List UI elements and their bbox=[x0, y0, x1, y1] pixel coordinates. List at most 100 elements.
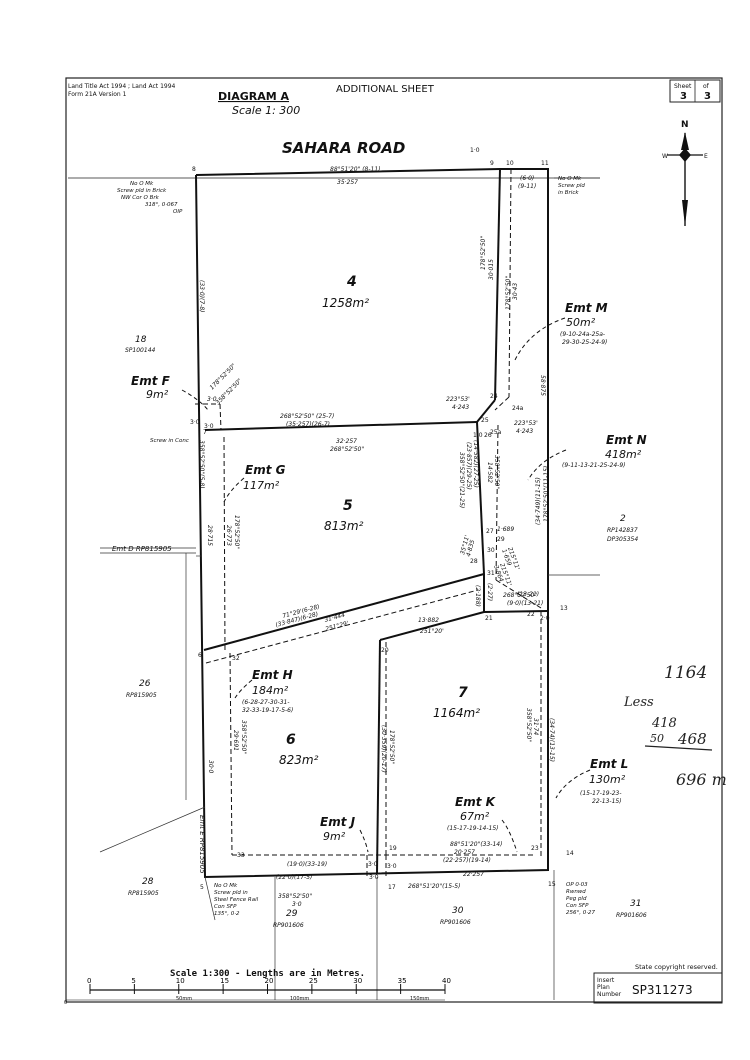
distance-bottom-3: (22·257)(19-14) bbox=[443, 857, 491, 864]
scale-tick-label: 25 bbox=[309, 977, 318, 985]
emt-g-name: Emt G bbox=[245, 463, 286, 477]
handwritten-rule bbox=[644, 745, 713, 751]
station-32: 32 bbox=[232, 655, 240, 662]
dim-emt-f: 3·0 bbox=[207, 396, 217, 403]
bearing-emt-m-1: 178°52'50" bbox=[480, 236, 487, 270]
scale-tick-label: 20 bbox=[265, 977, 274, 985]
station-28: 28 bbox=[470, 558, 478, 565]
bearing-bottom-8: 358°52'50" bbox=[278, 893, 312, 900]
distance-bottom-7: 22·257 bbox=[463, 871, 484, 878]
station-10: 10 bbox=[506, 160, 514, 167]
bearing-top-right: (6·0) bbox=[520, 175, 534, 182]
bearing-20-21: 251°20' bbox=[420, 628, 444, 635]
neighbour-30-plan: RP901606 bbox=[440, 919, 471, 926]
neighbour-28-plan: RP815905 bbox=[128, 890, 159, 897]
scale-tick-label: 0 bbox=[87, 977, 91, 985]
scale-tick-label: 35 bbox=[398, 977, 407, 985]
legislation-line-1: Land Title Act 1994 ; Land Act 1994 bbox=[68, 83, 176, 90]
bearing-left-1: (33·0)(7-8) bbox=[198, 280, 205, 313]
mark-sw-5: 135°, 0·2 bbox=[214, 911, 240, 917]
neighbour-18-plan: SP100144 bbox=[125, 347, 156, 354]
handwritten-1164: 1164 bbox=[664, 663, 707, 683]
distance-emt-m-4: 30·43 bbox=[512, 283, 519, 300]
mark-ne-3: in Brick bbox=[558, 190, 579, 196]
lot-7-area: 1164m² bbox=[433, 706, 480, 720]
emt-k-name: Emt K bbox=[455, 795, 497, 809]
mm-tick-50: 50mm bbox=[176, 996, 192, 1002]
mark-se-2: Rwnwd bbox=[566, 889, 586, 895]
bearing-top-right-2: (9-11) bbox=[518, 183, 536, 190]
emt-k-area: 67m² bbox=[460, 810, 490, 823]
legislation-line-2: Form 21A Version 1 bbox=[68, 91, 127, 98]
copyright: State copyright reserved. bbox=[635, 963, 718, 971]
station-27: 27 bbox=[486, 528, 494, 535]
plan-number: SP311273 bbox=[632, 983, 693, 997]
station-8: 8 bbox=[192, 166, 196, 173]
station-7: 7 bbox=[203, 429, 207, 436]
neighbour-2-plan: RP142837 bbox=[607, 527, 638, 534]
station-29: 29 bbox=[497, 536, 505, 543]
bearing-25-7b: (35·257)(26-7) bbox=[286, 421, 330, 428]
distance-26: 32·257 bbox=[336, 438, 357, 445]
mark-se-3: Peg pld bbox=[566, 896, 587, 902]
station-26: 26 bbox=[484, 432, 492, 439]
dim-3-0-c: 3·0 bbox=[368, 861, 378, 868]
bearing-inner-7: 358°52'50" bbox=[525, 708, 532, 742]
compass-west: W bbox=[662, 153, 668, 160]
bearing-right-2: 178°52'50"(11-15) bbox=[543, 466, 550, 522]
bearing-25-26c: (14·582)(27-25) bbox=[472, 440, 479, 488]
distance-28: 4·835 bbox=[465, 539, 476, 558]
bearing-13-21c: (9·0)(13-21) bbox=[507, 600, 543, 607]
station-33: 33 bbox=[237, 852, 245, 859]
plan-label-2: Plan bbox=[597, 984, 610, 991]
mark-se-4: Con SFP bbox=[566, 903, 589, 909]
emt-h-area: 184m² bbox=[252, 684, 289, 697]
bearing-26: 268°52'50" bbox=[330, 446, 364, 453]
dim-1-0: 1·0 bbox=[470, 147, 480, 154]
neighbour-26-lot: 26 bbox=[139, 679, 151, 689]
emt-m-points-2: 29-30-25-24-9) bbox=[562, 339, 607, 346]
sheet-label: Sheet bbox=[674, 83, 692, 90]
emt-n-points: (9-11-13-21-25-24-9) bbox=[562, 462, 625, 469]
lot-7-number: 7 bbox=[458, 685, 468, 701]
emt-f-name: Emt F bbox=[131, 374, 171, 388]
plan-label-1: Insert bbox=[597, 977, 615, 984]
bearing-24a: 223°53' bbox=[446, 396, 470, 403]
lot-6-area: 823m² bbox=[279, 753, 319, 767]
scale-tick-label: 30 bbox=[353, 977, 362, 985]
emt-m-points-1: (9-10-24a-25a- bbox=[560, 331, 605, 338]
station-20: 20 bbox=[381, 647, 389, 654]
bearing-28-21: (2·27) bbox=[486, 583, 493, 601]
page-border bbox=[65, 77, 723, 1003]
distance-inner-4: 29·691 bbox=[232, 730, 239, 751]
distance-25a: 4·243 bbox=[516, 428, 533, 435]
bearing-emt-m-3: 178°52'50" bbox=[505, 276, 512, 310]
station-6: 6 bbox=[198, 652, 202, 659]
emt-e-line bbox=[99, 806, 206, 853]
mark-nw-1: No O Mk bbox=[130, 181, 154, 187]
station-11: 11 bbox=[541, 160, 549, 167]
station-5: 5 bbox=[200, 884, 204, 891]
bearing-left-2: 358°52'50"(5-8) bbox=[198, 440, 205, 489]
emt-g-area: 117m² bbox=[243, 479, 280, 492]
bearing-25-7: 268°52'50" (25-7) bbox=[280, 413, 334, 420]
station-23: 23 bbox=[531, 845, 539, 852]
handwritten-696: 696 m bbox=[676, 770, 727, 789]
handwritten-418: 418 bbox=[651, 716, 677, 731]
dim-2-0: 2·0 bbox=[540, 615, 550, 622]
emt-e-label: Emt E RP815905 bbox=[198, 815, 206, 874]
station-14: 14 bbox=[566, 850, 574, 857]
dim-3-0-e: 3·0 bbox=[387, 863, 397, 870]
station-9: 9 bbox=[490, 160, 494, 167]
sheet-number: 3 bbox=[680, 91, 687, 102]
dim-3-0-d: 3·0 bbox=[369, 874, 379, 881]
bearing-top: 88°51'20" (8-11) bbox=[330, 166, 381, 173]
mark-sw-4: Con SFP bbox=[214, 904, 237, 910]
station-22: 22 bbox=[527, 611, 535, 618]
easement-leaders bbox=[181, 317, 591, 853]
station-19: 19 bbox=[389, 845, 397, 852]
emt-h-name: Emt H bbox=[252, 668, 293, 682]
distance-inner-2: 26·773 bbox=[225, 525, 232, 546]
distance-right-1: 58·875 bbox=[539, 375, 546, 396]
handwritten-468: 468 bbox=[677, 730, 707, 748]
